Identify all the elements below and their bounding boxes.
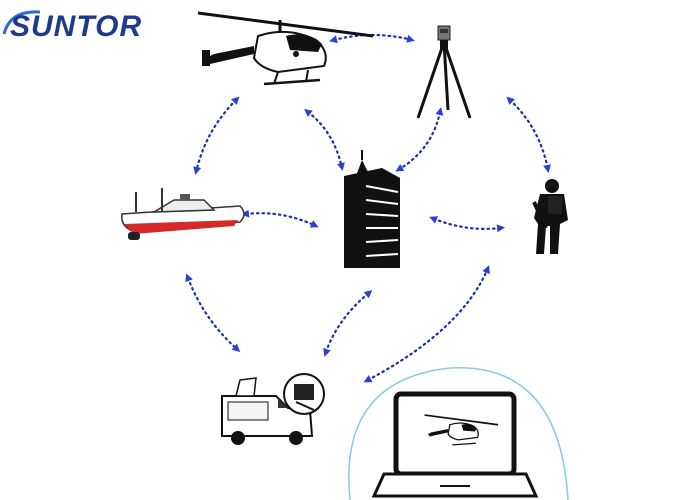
brand-logo: SUNTOR	[2, 10, 142, 43]
link-boat-vehicle	[185, 273, 241, 352]
link-helicopter-tower	[304, 108, 345, 171]
links-layer	[185, 33, 551, 383]
command-vehicle-icon	[221, 373, 325, 445]
link-laptop-soldier	[363, 265, 490, 383]
laptop-monitor-icon	[348, 367, 569, 500]
soldier-icon	[532, 179, 568, 254]
unmanned-boat-icon	[121, 188, 245, 240]
relay-tower-icon	[344, 150, 400, 268]
link-soldier-tower	[429, 216, 505, 233]
brand-name: SUNTOR	[10, 10, 142, 43]
helicopter-icon	[197, 11, 374, 86]
link-helicopter-boat	[193, 96, 240, 175]
tripod-camera-icon	[416, 25, 472, 119]
link-vehicle-tower	[323, 290, 373, 357]
link-tripod-soldier	[506, 96, 551, 173]
link-tripod-tower	[395, 107, 444, 172]
link-boat-tower	[241, 209, 319, 228]
